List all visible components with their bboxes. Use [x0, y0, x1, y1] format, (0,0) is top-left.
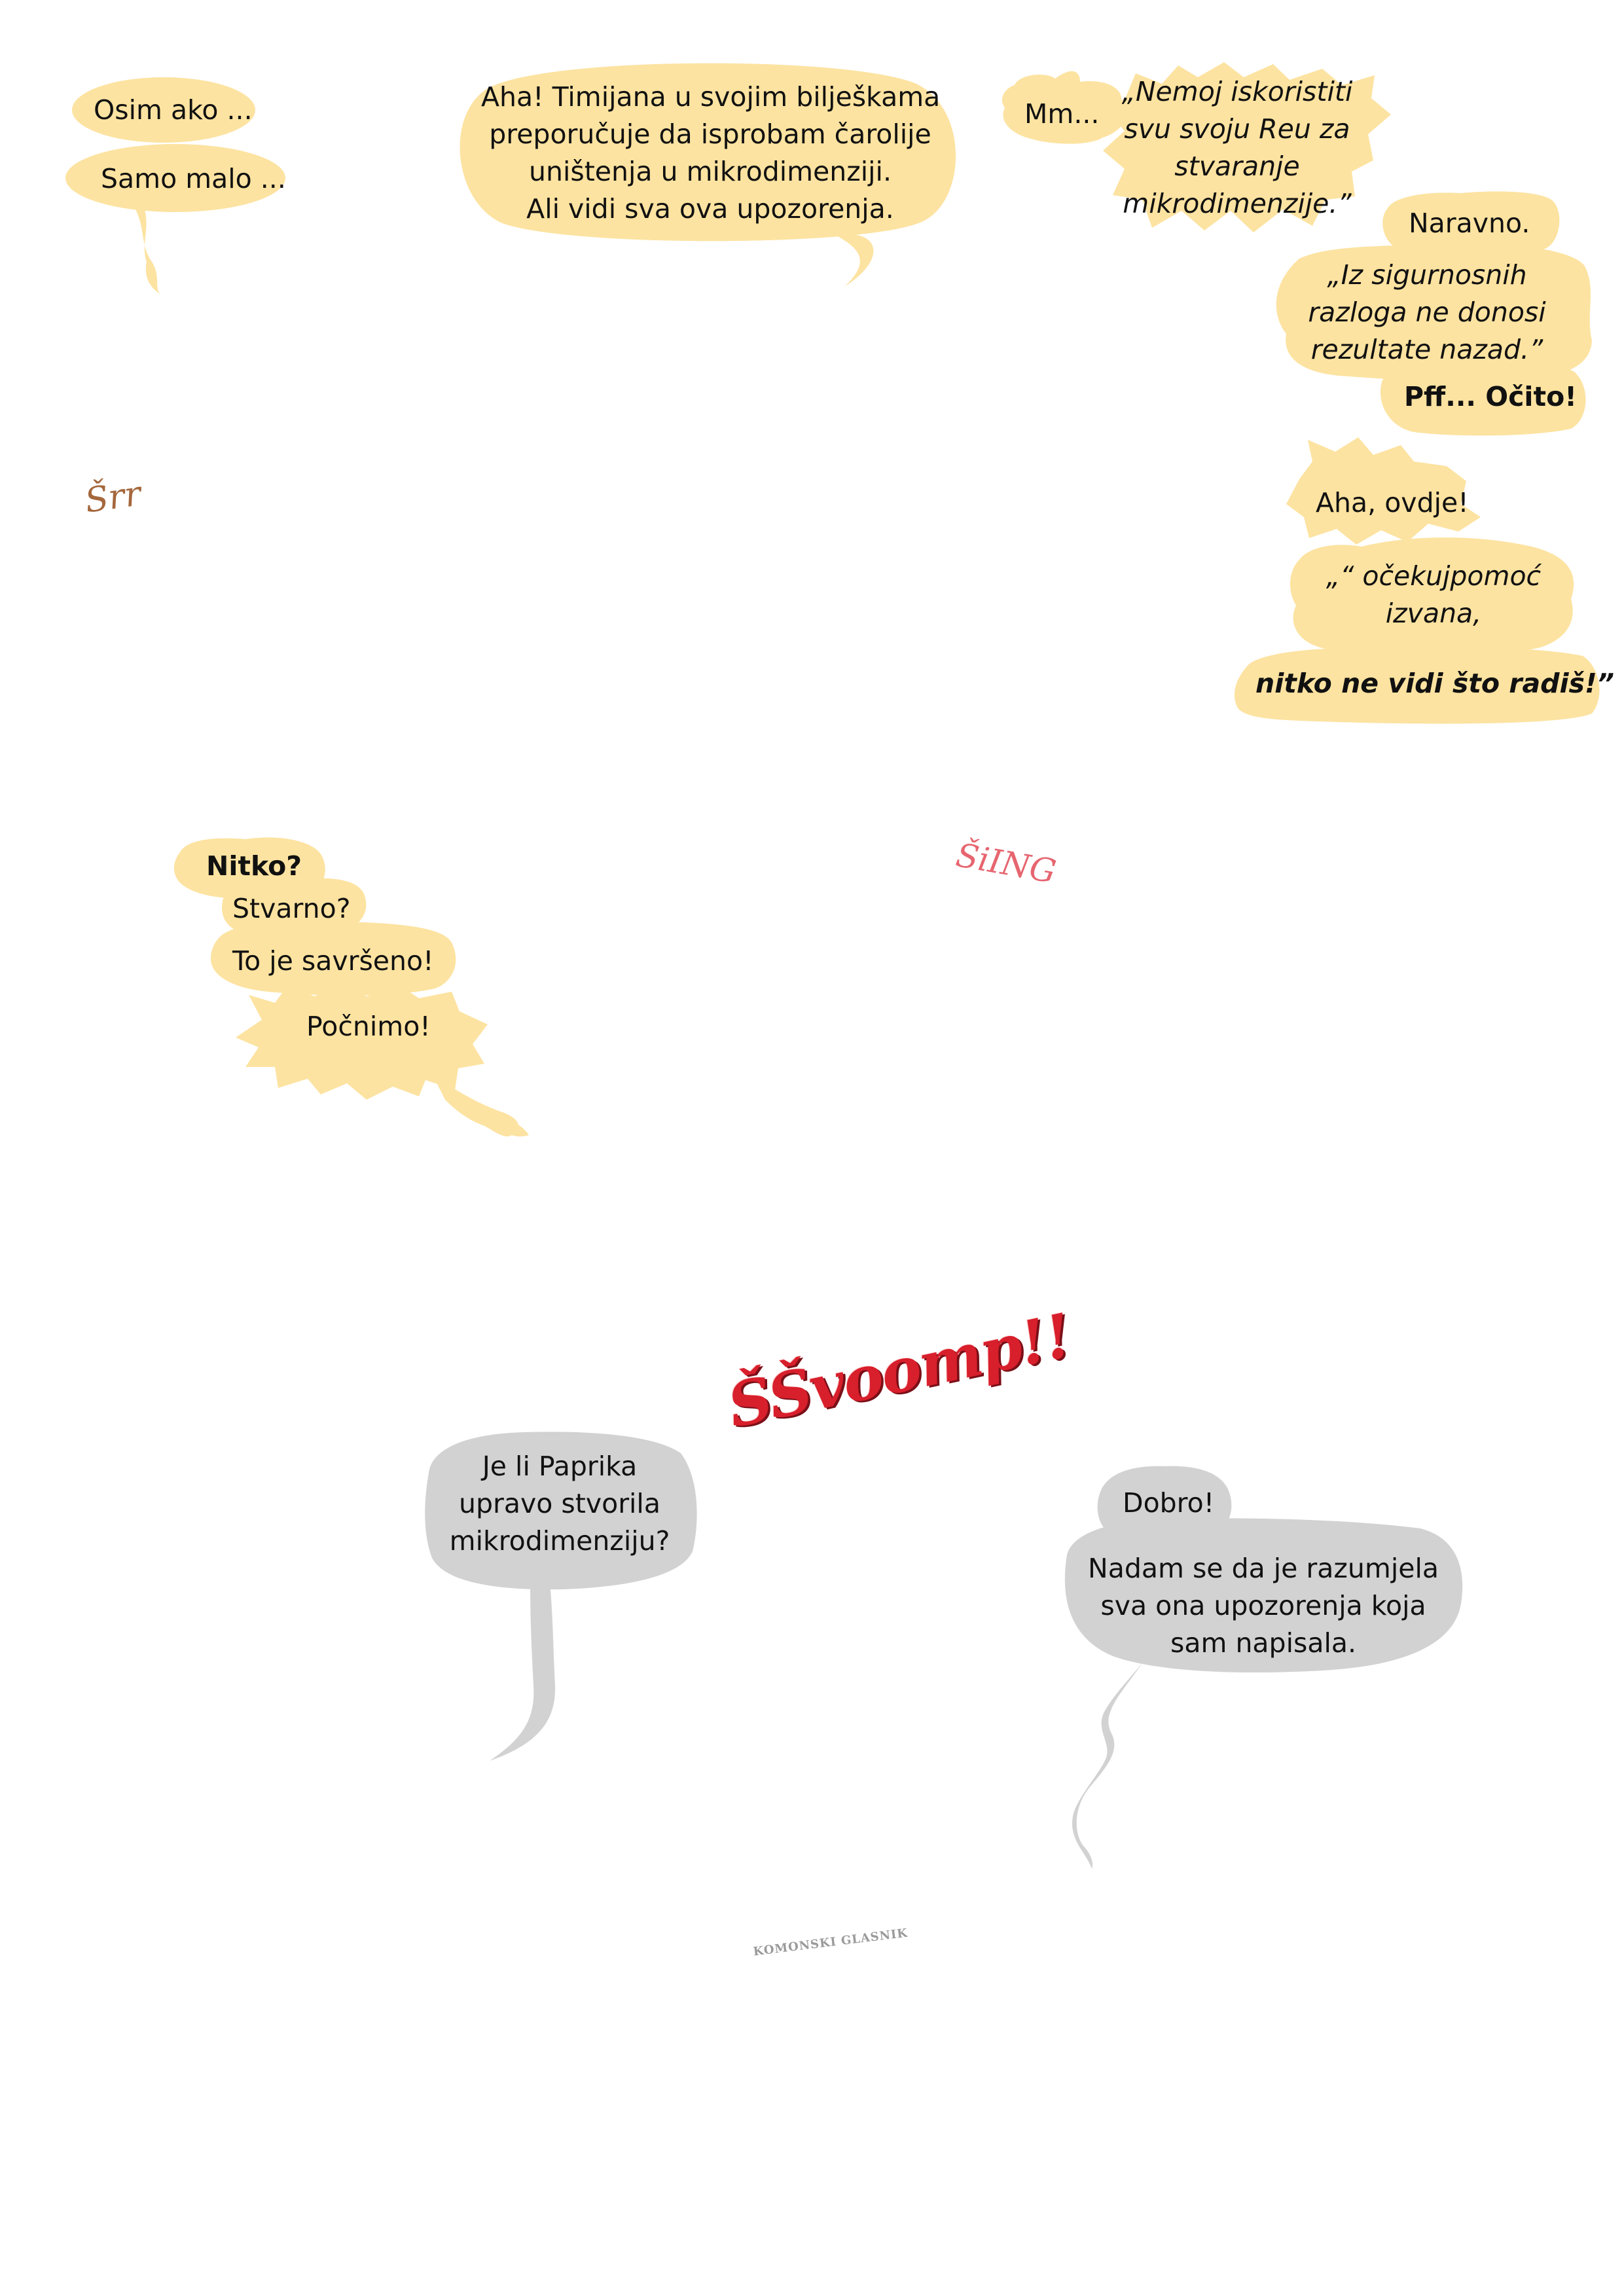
text-pocnimo: Počnimo!: [306, 1011, 431, 1042]
balloon-nadam-se: [1064, 1518, 1463, 1869]
text-aha-timijana-line-4: Ali vidi sva ova upozorenja.: [526, 193, 894, 225]
text-iz-line-3: rezultate nazad.”: [1310, 334, 1543, 365]
text-nemoj-line-2: svu svoju Reu za: [1124, 113, 1350, 145]
text-aha-timijana-line-2: preporučuje da isprobam čarolije: [489, 118, 931, 150]
text-ocekujpomoc-line-1: „“ očekujpomoć: [1326, 560, 1542, 592]
balloon-iz-sigurnosnih: [1276, 242, 1592, 381]
text-to-je-savrseno: To je savršeno!: [232, 945, 434, 977]
text-je-li-paprika: Je li Paprika upravo stvorila mikrodimen…: [432, 1448, 687, 1560]
text-ocekujpomoc: „“ očekujpomoć izvana,: [1309, 558, 1558, 632]
text-nemoj-line-3: stvaranje: [1174, 151, 1300, 182]
balloon-aha-ovdje: [1286, 437, 1481, 545]
balloon-pff-ocito: [1380, 361, 1586, 436]
text-naravno: Naravno.: [1409, 208, 1530, 239]
text-nemoj-iskoristiti: „Nemoj iskoristiti svu svoju Reu za stva…: [1106, 73, 1368, 223]
text-stvarno: Stvarno?: [232, 893, 351, 924]
text-samo-malo: Samo malo ...: [101, 163, 286, 194]
text-aha-timijana-line-3: uništenja u mikrodimenziji.: [529, 156, 892, 187]
text-nemoj-line-1: „Nemoj iskoristiti: [1121, 76, 1353, 107]
text-aha-ovdje: Aha, ovdje!: [1316, 487, 1469, 518]
text-aha-timijana: Aha! Timijana u svojim bilješkama prepor…: [481, 79, 941, 228]
balloon-nitko-cluster: [173, 837, 529, 1137]
text-osim-ako: Osim ako ...: [94, 94, 253, 126]
text-pff-ocito: Pff... Očito!: [1404, 381, 1577, 412]
balloon-naravno: [1382, 191, 1560, 255]
balloon-nemoj-iskoristiti: [1103, 62, 1391, 232]
text-paprika-line-1: Je li Paprika: [482, 1451, 638, 1482]
text-nadam-line-3: sam napisala.: [1170, 1627, 1357, 1659]
balloon-osim-ako: [65, 77, 285, 296]
text-nemoj-line-4: mikrodimenzije.”: [1123, 188, 1352, 219]
balloon-je-li-paprika: [425, 1432, 697, 1761]
sfx-srr: Šrr: [82, 474, 144, 521]
text-dobro: Dobro!: [1123, 1487, 1215, 1519]
text-nadam-se: Nadam se da je razumjela sva ona upozore…: [1067, 1550, 1460, 1662]
balloon-nitko-ne-vidi: [1234, 646, 1600, 724]
text-paprika-line-2: upravo stvorila: [459, 1488, 660, 1519]
text-aha-timijana-line-1: Aha! Timijana u svojim bilješkama: [481, 81, 941, 113]
text-paprika-line-3: mikrodimenziju?: [449, 1525, 670, 1557]
text-nitko: Nitko?: [206, 850, 302, 882]
text-nadam-line-2: sva ona upozorenja koja: [1100, 1590, 1426, 1621]
text-iz-sigurnosnih: „Iz sigurnosnih razloga ne donosi rezult…: [1283, 257, 1571, 369]
balloon-mm: [1001, 71, 1127, 144]
text-iz-line-1: „Iz sigurnosnih: [1327, 259, 1527, 291]
text-iz-line-2: razloga ne donosi: [1308, 297, 1546, 328]
text-mm: Mm...: [1024, 98, 1100, 130]
text-nitko-ne-vidi: nitko ne vidi što radiš!”: [1255, 668, 1615, 699]
balloon-aha-timijana: [460, 63, 956, 287]
text-ocekujpomoc-line-2: izvana,: [1385, 598, 1482, 629]
text-nadam-line-1: Nadam se da je razumjela: [1088, 1553, 1439, 1584]
balloon-ocekujpomoc: [1290, 537, 1574, 657]
